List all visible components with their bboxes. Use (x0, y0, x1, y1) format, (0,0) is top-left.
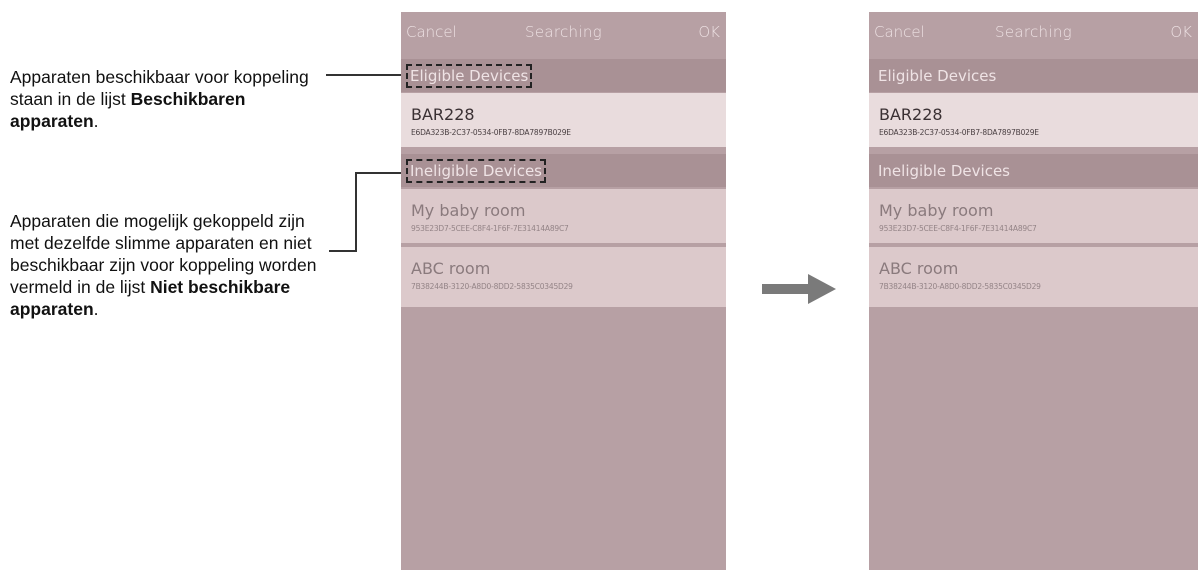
ineligible-devices-header: Ineligible Devices (401, 154, 726, 187)
device-row-ineligible: ABC room 7B38244B-3120-A8D0-8DD2-5835C03… (401, 247, 726, 307)
leader-line-ineligible-vertical (355, 172, 357, 252)
annotation-eligible-bold: Beschikbaren apparaten (10, 89, 246, 131)
leader-line-eligible (326, 74, 409, 76)
screen-title: Searching (995, 23, 1072, 41)
right-arrow-icon (762, 274, 836, 304)
device-uuid: E6DA323B-2C37-0534-0FB7-8DA7897B029E (879, 128, 1039, 137)
eligible-devices-label: Eligible Devices (878, 67, 997, 85)
cancel-button[interactable]: Cancel (406, 23, 457, 41)
leader-line-ineligible-top (355, 172, 409, 174)
annotation-ineligible: Apparaten die mogelijk gekoppeld zijn me… (10, 210, 330, 320)
annotation-eligible-end: . (93, 111, 99, 131)
device-name: ABC room (411, 259, 491, 278)
device-name: My baby room (411, 201, 526, 220)
device-row-ineligible: ABC room 7B38244B-3120-A8D0-8DD2-5835C03… (869, 247, 1198, 307)
device-row-eligible[interactable]: BAR228 E6DA323B-2C37-0534-0FB7-8DA7897B0… (401, 93, 726, 147)
device-uuid: 7B38244B-3120-A8D0-8DD2-5835C0345D29 (411, 282, 573, 291)
ok-button[interactable]: OK (1170, 23, 1192, 41)
device-row-ineligible: My baby room 953E23D7-5CEE-C8F4-1F6F-7E3… (401, 189, 726, 243)
ok-button[interactable]: OK (698, 23, 720, 41)
phone-screen-after: Cancel Searching OK Eligible Devices BAR… (869, 12, 1198, 570)
device-name: ABC room (879, 259, 959, 278)
device-name: BAR228 (411, 105, 475, 124)
ineligible-devices-header: Ineligible Devices (869, 154, 1198, 187)
device-row-eligible[interactable]: BAR228 E6DA323B-2C37-0534-0FB7-8DA7897B0… (869, 93, 1198, 147)
device-name: My baby room (879, 201, 994, 220)
ineligible-devices-label: Ineligible Devices (406, 159, 546, 183)
eligible-devices-header: Eligible Devices (869, 59, 1198, 92)
device-uuid: 7B38244B-3120-A8D0-8DD2-5835C0345D29 (879, 282, 1041, 291)
leader-line-ineligible-horizontal (329, 250, 357, 252)
ineligible-devices-label: Ineligible Devices (878, 162, 1010, 180)
eligible-devices-header: Eligible Devices (401, 59, 726, 92)
annotation-ineligible-bold: Niet beschikbare apparaten (10, 277, 291, 319)
phone-screen-before: Cancel Searching OK Eligible Devices BAR… (401, 12, 726, 570)
device-uuid: 953E23D7-5CEE-C8F4-1F6F-7E31414A89C7 (879, 224, 1037, 233)
annotation-ineligible-end: . (93, 299, 99, 319)
annotation-ineligible-text: Apparaten die mogelijk gekoppeld zijn me… (10, 211, 317, 297)
cancel-button[interactable]: Cancel (874, 23, 925, 41)
annotation-eligible-text: Apparaten beschikbaar voor koppeling sta… (10, 67, 309, 109)
device-uuid: 953E23D7-5CEE-C8F4-1F6F-7E31414A89C7 (411, 224, 569, 233)
annotation-eligible: Apparaten beschikbaar voor koppeling sta… (10, 66, 330, 132)
top-bar: Cancel Searching OK (401, 12, 726, 54)
device-name: BAR228 (879, 105, 943, 124)
screen-title: Searching (525, 23, 602, 41)
eligible-devices-label: Eligible Devices (405, 64, 533, 88)
top-bar: Cancel Searching OK (869, 12, 1198, 54)
device-row-ineligible: My baby room 953E23D7-5CEE-C8F4-1F6F-7E3… (869, 189, 1198, 243)
device-uuid: E6DA323B-2C37-0534-0FB7-8DA7897B029E (411, 128, 571, 137)
